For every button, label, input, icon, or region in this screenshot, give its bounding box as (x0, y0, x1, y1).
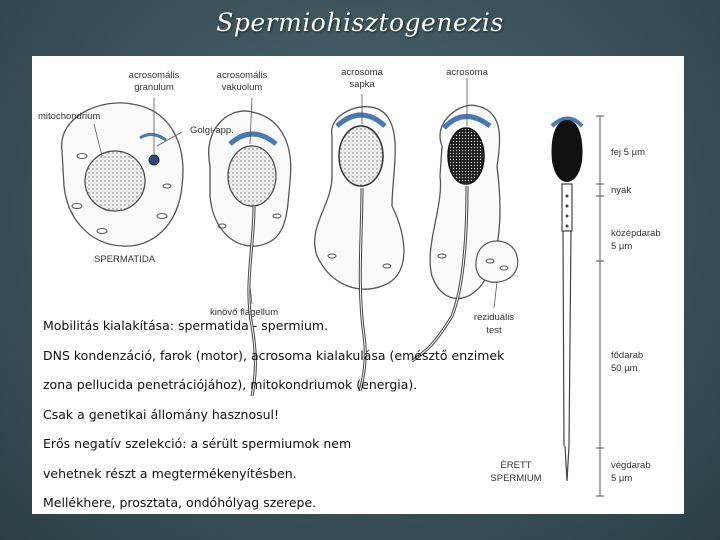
text-line: zona pellucida penetrációjához), mitokon… (43, 377, 418, 392)
text-line: vehetnek részt a megtermékenyítésben. (43, 465, 297, 481)
label-midpiece-2: 5 µm (611, 241, 632, 252)
spermatid-stage-3 (314, 106, 405, 392)
label-midpiece-1: középdarab (611, 228, 661, 239)
text-line: Csak a genetikai állomány hasznosul! (43, 406, 280, 422)
label-acrosomal-vacuole-1: acrosomális (217, 70, 268, 81)
label-end-piece-2: 5 µm (611, 473, 632, 484)
label-residual-body-2: test (486, 325, 502, 336)
scale-bracket (596, 115, 604, 497)
label-principal-piece-2: 50 µm (611, 363, 638, 374)
label-mature-sperm-2: SPERMIUM (490, 473, 541, 484)
label-acrosome-cap-2: sapka (349, 79, 375, 90)
label-head: fej 5 µm (611, 147, 645, 158)
text-line: Erős negatív szelekció: a sérült spermiu… (43, 436, 352, 451)
spermatid-stage-4 (411, 104, 519, 363)
leader-lines (93, 78, 498, 309)
label-acrosomal-granule-2: granulum (134, 82, 174, 93)
label-mature-sperm-1: ÉRETT (500, 460, 531, 471)
spermatid-cell (61, 102, 184, 247)
label-flagellum: kinövő flagellum (210, 307, 278, 318)
label-mitochondrion: mitochondrium (38, 111, 100, 122)
mature-sperm (550, 116, 584, 482)
text-line: DNS kondenzáció, farok (motor), acrosoma… (43, 347, 505, 363)
label-acrosomal-vacuole-2: vakuolum (222, 82, 263, 93)
spermiogenesis-figure: acrosomális granulum acrosomális vakuolu… (38, 67, 661, 497)
spermatid-stage-2 (208, 110, 292, 397)
label-neck: nyak (611, 185, 631, 196)
label-end-piece-1: végdarab (611, 460, 651, 471)
label-acrosome: acrosoma (446, 67, 488, 78)
label-golgi: Golgi-app. (190, 125, 234, 136)
label-spermatid: SPERMATIDA (94, 254, 156, 265)
text-line: Mellékhere, prosztata, ondóhólyag szerep… (43, 495, 317, 510)
label-acrosome-cap-1: acrosoma (341, 67, 383, 78)
label-acrosomal-granule-1: acrosomális (129, 70, 180, 81)
slide-title: Spermiohisztogenezis (216, 8, 504, 37)
text-line: Mobilitás kialakítása: spermatida - sper… (43, 318, 329, 333)
body-text: Mobilitás kialakítása: spermatida - sper… (43, 318, 543, 514)
label-principal-piece-1: fődarab (611, 350, 643, 361)
content-panel: acrosomális granulum acrosomális vakuolu… (32, 56, 684, 514)
label-residual-body-1: reziduális (474, 312, 514, 323)
